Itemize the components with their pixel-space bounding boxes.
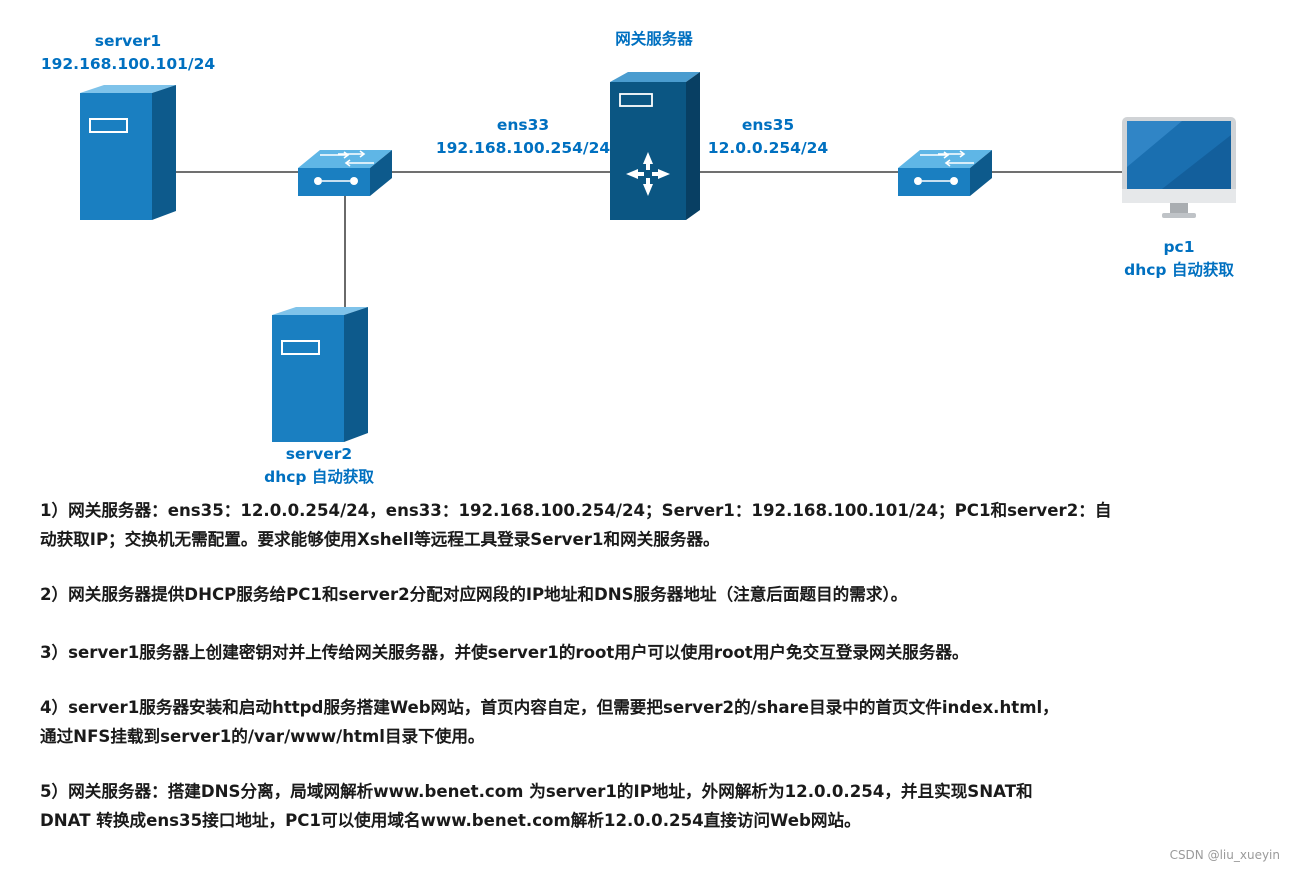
watermark: CSDN @liu_xueyin — [1169, 848, 1280, 862]
pc1-ip-mode: dhcp 自动获取 — [1124, 261, 1234, 279]
requirement-5: 5）网关服务器：搭建DNS分离，局域网解析www.benet.com 为serv… — [40, 777, 1270, 835]
ens33-label: ens33 192.168.100.254/24 — [423, 114, 623, 160]
switch1-icon — [298, 150, 392, 196]
ens33-ip: 192.168.100.254/24 — [435, 139, 611, 157]
requirement-4-line-1: 4）server1服务器安装和启动httpd服务搭建Web网站，首页内容自定，但… — [40, 698, 1059, 717]
requirement-5-line-2: DNAT 转换成ens35接口地址，PC1可以使用域名www.benet.com… — [40, 811, 861, 830]
pc1-label: pc1 dhcp 自动获取 — [1079, 236, 1279, 282]
server2-label: server2 dhcp 自动获取 — [219, 443, 419, 489]
server1-label: server1 192.168.100.101/24 — [28, 30, 228, 76]
server1-icon — [80, 85, 176, 220]
requirement-4: 4）server1服务器安装和启动httpd服务搭建Web网站，首页内容自定，但… — [40, 693, 1270, 751]
requirement-1-line-1: 1）网关服务器：ens35：12.0.0.254/24，ens33：192.16… — [40, 501, 1112, 520]
network-topology-diagram — [80, 72, 1236, 442]
requirement-3-line-1: 3）server1服务器上创建密钥对并上传给网关服务器，并使server1的ro… — [40, 643, 969, 662]
ens35-label: ens35 12.0.0.254/24 — [668, 114, 868, 160]
server2-name: server2 — [285, 445, 353, 463]
switch2-icon — [898, 150, 992, 196]
pc1-monitor-icon — [1122, 117, 1236, 218]
server2-icon — [272, 307, 368, 442]
ens35-name: ens35 — [741, 116, 795, 134]
server1-name: server1 — [94, 32, 162, 50]
ens33-name: ens33 — [496, 116, 550, 134]
requirement-3: 3）server1服务器上创建密钥对并上传给网关服务器，并使server1的ro… — [40, 638, 1270, 667]
requirement-2: 2）网关服务器提供DHCP服务给PC1和server2分配对应网段的IP地址和D… — [40, 580, 1270, 609]
connection-lines — [176, 171, 1124, 308]
pc1-name: pc1 — [1163, 238, 1195, 256]
gateway-name: 网关服务器 — [615, 30, 693, 48]
gateway-router-icon — [610, 72, 700, 220]
requirement-5-line-1: 5）网关服务器：搭建DNS分离，局域网解析www.benet.com 为serv… — [40, 782, 1033, 801]
requirement-4-line-2: 通过NFS挂载到server1的/var/www/html目录下使用。 — [40, 727, 485, 746]
server2-ip-mode: dhcp 自动获取 — [264, 468, 374, 486]
ens35-ip: 12.0.0.254/24 — [707, 139, 829, 157]
requirement-1: 1）网关服务器：ens35：12.0.0.254/24，ens33：192.16… — [40, 496, 1270, 554]
server1-ip: 192.168.100.101/24 — [40, 55, 216, 73]
requirement-2-line-1: 2）网关服务器提供DHCP服务给PC1和server2分配对应网段的IP地址和D… — [40, 585, 908, 604]
gateway-label: 网关服务器 — [554, 28, 754, 51]
requirement-1-line-2: 动获取IP；交换机无需配置。要求能够使用Xshell等远程工具登录Server1… — [40, 530, 720, 549]
